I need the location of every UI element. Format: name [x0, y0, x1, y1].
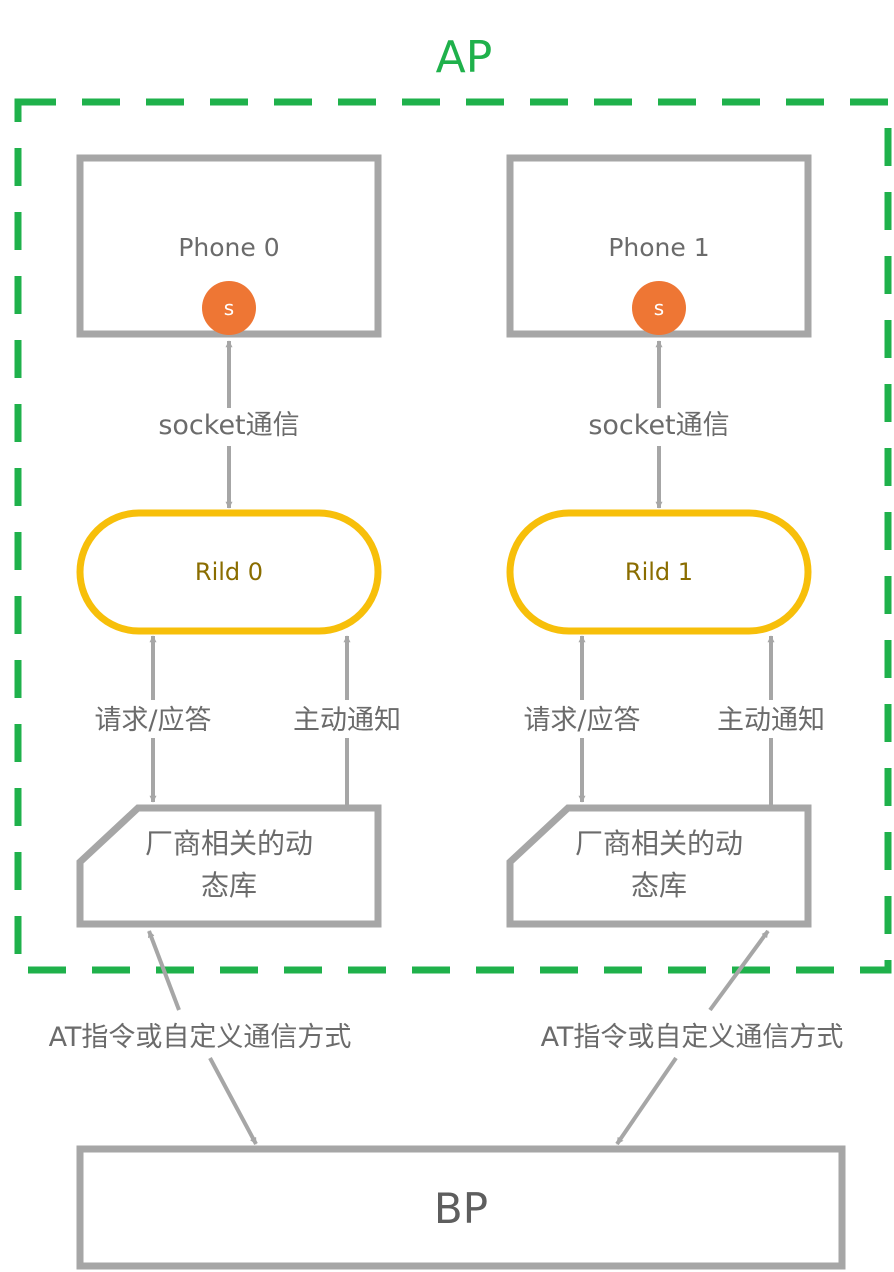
bp-box [76, 1145, 846, 1270]
vendor-lib-1-box [506, 804, 812, 928]
notify-0-label: 主动通知 [293, 705, 401, 736]
rild-0-box [76, 509, 382, 635]
vendor-lib-0-line2: 态库 [201, 869, 257, 902]
at-link-0-arrow-up [147, 930, 181, 1011]
phone-1-label: Phone 1 [608, 233, 709, 262]
socket-link-1-label: socket通信 [588, 410, 729, 441]
request-response-0-label: 请求/应答 [94, 705, 211, 736]
ap-title: AP [436, 32, 493, 83]
ap-boundary [14, 98, 892, 974]
vendor-lib-0-line1: 厂商相关的动 [145, 827, 313, 860]
socket-0-badge-label: s [224, 296, 234, 320]
at-link-1-label: AT指令或自定义通信方式 [541, 1022, 844, 1053]
at-link-0-label: AT指令或自定义通信方式 [49, 1022, 352, 1053]
phone-0-label: Phone 0 [178, 233, 279, 262]
at-link-1-arrow-down [615, 1056, 678, 1146]
at-link-1-arrow-up [708, 929, 770, 1012]
rild-0-label: Rild 0 [195, 558, 263, 586]
socket-1-badge-label: s [654, 296, 664, 320]
socket-0-badge [202, 281, 256, 335]
notify-1-label: 主动通知 [717, 705, 825, 736]
rild-1-box [506, 509, 812, 635]
at-link-0-arrow-down [208, 1057, 258, 1145]
request-response-1-label: 请求/应答 [523, 705, 640, 736]
socket-link-0-label: socket通信 [158, 410, 299, 441]
vendor-lib-1-line1: 厂商相关的动 [575, 827, 743, 860]
vendor-lib-0-box [76, 804, 382, 928]
vendor-lib-1-line2: 态库 [631, 869, 687, 902]
socket-1-badge [632, 281, 686, 335]
rild-1-label: Rild 1 [625, 558, 693, 586]
bp-label: BP [434, 1184, 488, 1233]
